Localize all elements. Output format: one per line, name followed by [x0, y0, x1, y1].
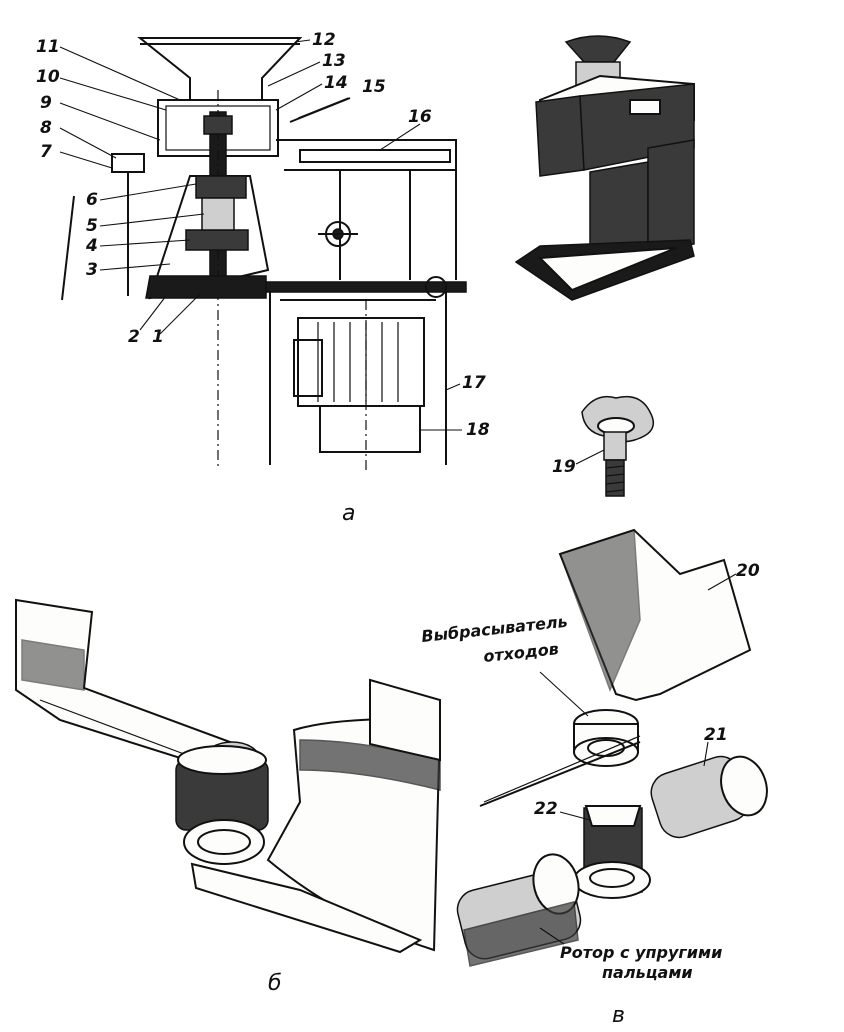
part-number-8: 8	[40, 118, 52, 138]
panel-b-ejector-view: б	[15, 598, 442, 996]
base-disk	[145, 275, 267, 299]
panel-c-ejector-rotor-view: 20 21 22 Выбрасыватель отходов Ротор с у…	[420, 528, 768, 1028]
part-number-10: 10	[36, 67, 60, 87]
part-number-7: 7	[40, 142, 52, 162]
panel-label-a: а	[342, 501, 355, 526]
ejector-rod	[479, 741, 641, 807]
part-number-15: 15	[362, 77, 386, 97]
part-number-18: 18	[466, 420, 490, 440]
part-number-5: 5	[86, 216, 98, 236]
part-number-11: 11	[36, 37, 60, 57]
part-number-2: 2	[128, 327, 140, 347]
drive-belt	[265, 281, 467, 293]
hub-ring	[183, 819, 265, 865]
part-number-1: 1	[152, 327, 164, 347]
part-number-14: 14	[324, 73, 348, 93]
rotor-hub-22	[573, 861, 651, 899]
panel-a-section-drawing: 11 10 9 8 7 6 5 4 3 2 1 12 13 14 15 16 1…	[36, 30, 490, 526]
discharge-trough	[276, 139, 457, 171]
machine-perspective-view	[514, 35, 695, 301]
ejector-ring	[573, 737, 639, 767]
part-number-6: 6	[86, 190, 98, 210]
frame-column	[269, 292, 447, 465]
part-number-20: 20	[736, 561, 760, 581]
panel-label-c: в	[612, 1003, 625, 1028]
part-number-22: 22	[534, 799, 558, 819]
caption-rotor-line2: пальцами	[602, 963, 693, 982]
hopper-funnel	[137, 37, 303, 101]
electric-motor	[297, 317, 425, 407]
part-number-12: 12	[312, 30, 336, 50]
part-number-9: 9	[40, 93, 52, 113]
part-number-19: 19	[552, 457, 576, 477]
clamp-knob-part-19: 19	[552, 395, 655, 497]
part-number-16: 16	[408, 107, 432, 127]
part-number-4: 4	[85, 236, 98, 256]
part-number-13: 13	[322, 51, 346, 71]
part-number-3: 3	[86, 260, 98, 280]
caption-ejector-line2: отходов	[482, 639, 559, 666]
panel-label-b: б	[268, 971, 282, 996]
caption-rotor-line1: Ротор с упругими	[560, 943, 722, 962]
part-number-21: 21	[704, 725, 728, 745]
part-number-17: 17	[462, 373, 486, 393]
